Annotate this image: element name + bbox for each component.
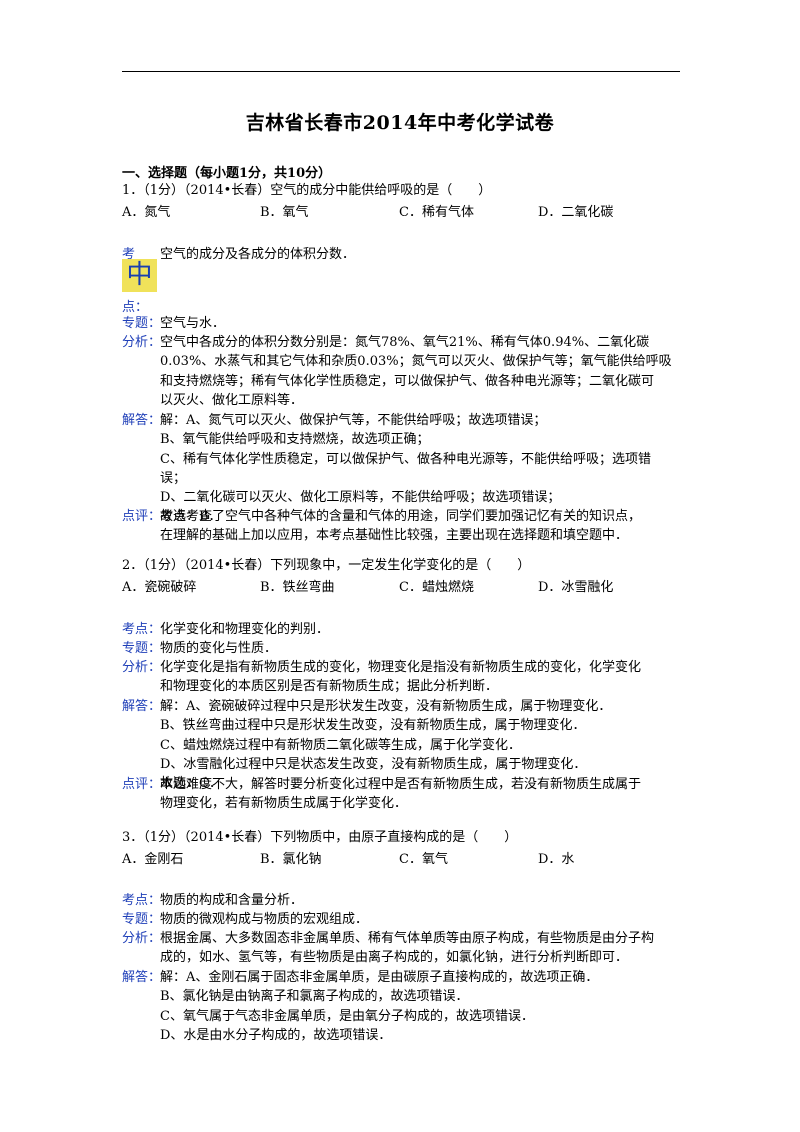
jieda-label: 解答： (122, 699, 162, 714)
fenxi-label: 分析： (122, 931, 162, 946)
jieda-block: 解答： 解：A、氮气可以灭火、做保护气等，不能供给呼吸；故选项错误； B、氧气能… (122, 411, 682, 527)
zhuanti-text: 物质的变化与性质． (160, 641, 278, 656)
kaodian-label-tail: 点： (122, 300, 149, 315)
kaodian-label: 考 (122, 247, 136, 262)
fenxi-label: 分析： (122, 335, 162, 350)
jieda-line: 解：A、瓷碗破碎过程中只是形状发生改变，没有新物质生成，属于物理变化． (160, 699, 612, 714)
fenxi-label: 分析： (122, 660, 162, 675)
jieda-line: B、铁丝弯曲过程中只是形状发生改变，没有新物质生成，属于物理变化． (160, 718, 586, 734)
zhuanti-label: 专题： (122, 641, 162, 656)
option-b: B．氧气 (260, 205, 309, 220)
jieda-label: 解答： (122, 413, 162, 428)
fenxi-line: 以灭火、做化工原料等． (160, 392, 304, 408)
option-c: C．稀有气体 (399, 205, 474, 220)
page-title: 吉林省长春市2014年中考化学试卷 (245, 112, 555, 134)
jieda-line: C、蜡烛燃烧过程中有新物质二氧化碳等生成，属于化学变化． (160, 737, 521, 753)
jieda-line: D、二氧化碳可以灭火、做化工原料等，不能供给呼吸；故选项错误； (160, 490, 561, 506)
option-d: D．二氧化碳 (538, 205, 614, 220)
fenxi-line: 根据金属、大多数固态非金属单质、稀有气体单质等由原子构成，有些物质是由分子构 (160, 931, 655, 946)
dianping-line: 在理解的基础上加以应用，本考点基础性比较强，主要出现在选择题和填空题中． (160, 528, 629, 544)
jieda-line: B、氯化钠是由钠离子和氯离子构成的，故选项错误． (160, 989, 469, 1005)
jieda-line: 故选：C． (160, 776, 222, 792)
section-heading: 一、选择题（每小题1分，共10分） (122, 166, 332, 181)
kaodian-text: 物质的构成和含量分析． (160, 893, 304, 908)
question-1-stem: 1．（1分）（2014•长春）空气的成分中能供给呼吸的是（ ） (122, 183, 492, 198)
dianping-line: 本题难度不大，解答时要分析变化过程中是否有新物质生成，若没有新物质生成属于 (160, 777, 642, 792)
jieda-line: D、水是由水分子构成的，故选项错误． (160, 1027, 392, 1043)
kaodian-text: 空气的成分及各成分的体积分数． (160, 247, 356, 262)
jieda-line: 误； (160, 470, 187, 486)
kaodian-label: 考点： (122, 893, 162, 908)
kaodian-label: 考点： (122, 622, 162, 637)
zhuanti-block: 专题： 空气与水． (122, 314, 682, 333)
fenxi-line: 空气中各成分的体积分数分别是：氮气78%、氧气21%、稀有气体0.94%、二氧化… (160, 335, 650, 350)
jieda-line: D、冰雪融化过程中只是状态发生改变，没有新物质生成，属于物理变化． (160, 756, 587, 772)
dianping-label: 点评： (122, 509, 162, 524)
jieda-block: 解答： 解：A、金刚石属于固态非金属单质，是由碳原子直接构成的，故选项正确． B… (122, 968, 682, 1045)
jieda-line: 解：A、氮气可以灭火、做保护气等，不能供给呼吸；故选项错误； (160, 413, 547, 428)
zhuanti-block: 专题： 物质的变化与性质． (122, 639, 682, 658)
fenxi-block: 分析： 空气中各成分的体积分数分别是：氮气78%、氧气21%、稀有气体0.94%… (122, 333, 682, 410)
fenxi-line: 和物理变化的本质区别是否有新物质生成；据此分析判断． (160, 679, 499, 695)
option-b: B．氯化钠 (260, 852, 322, 867)
fenxi-line: 化学变化是指有新物质生成的变化，物理变化是指没有新物质生成的变化，化学变化 (160, 660, 642, 675)
zhuanti-label: 专题： (122, 316, 162, 331)
jieda-block: 解答： 解：A、瓷碗破碎过程中只是形状发生改变，没有新物质生成，属于物理变化． … (122, 697, 682, 793)
zhuanti-label: 专题： (122, 912, 162, 927)
option-b: B．铁丝弯曲 (260, 580, 335, 595)
option-d: D．水 (538, 852, 575, 867)
kaodian-block: 考点： 物质的构成和含量分析． (122, 891, 682, 910)
question-3-stem: 3．（1分）（2014•长春）下列物质中，由原子直接构成的是（ ） (122, 830, 518, 845)
fenxi-line: 和支持燃烧等；稀有气体化学性质稳定，可以做保护气、做各种电光源等；二氧化碳可 (160, 373, 655, 389)
dianping-label: 点评： (122, 777, 162, 792)
jieda-line: B、氧气能供给呼吸和支持燃烧，故选项正确； (160, 432, 430, 448)
dianping-line: 物理变化，若有新物质生成属于化学变化． (160, 796, 408, 812)
fenxi-line: 成的，如水、氢气等，有些物质是由离子构成的，如氯化钠，进行分析判断即可． (160, 950, 629, 966)
zhuanti-text: 物质的微观构成与物质的宏观组成． (160, 912, 369, 927)
kaodian-block: 考点： 化学变化和物理变化的判别． (122, 620, 682, 639)
option-d: D．冰雪融化 (538, 580, 614, 595)
fenxi-block: 分析： 化学变化是指有新物质生成的变化，物理变化是指没有新物质生成的变化，化学变… (122, 658, 682, 697)
jieda-label: 解答： (122, 970, 162, 985)
fenxi-block: 分析： 根据金属、大多数固态非金属单质、稀有气体单质等由原子构成，有些物质是由分… (122, 929, 682, 968)
kaodian-text: 化学变化和物理变化的判别． (160, 622, 330, 637)
dianping-block: 点评： 本题难度不大，解答时要分析变化过程中是否有新物质生成，若没有新物质生成属… (122, 775, 682, 814)
jieda-line: C、稀有气体化学性质稳定，可以做保护气、做各种电光源等，不能供给呼吸；选项错 (160, 451, 651, 467)
option-c: C．氧气 (399, 852, 448, 867)
dianping-line: 考点考查了空气中各种气体的含量和气体的用途，同学们要加强记忆有关的知识点， (160, 509, 642, 524)
fenxi-line: 0.03%、水蒸气和其它气体和杂质0.03%；氮气可以灭火、做保护气等；氧气能供… (160, 354, 672, 370)
header-rule (122, 71, 680, 72)
option-a: A．金刚石 (122, 852, 184, 867)
stamp-icon: 中 (122, 259, 157, 292)
jieda-line: C、氧气属于气态非金属单质，是由氧分子构成的，故选项错误． (160, 1008, 534, 1024)
option-c: C．蜡烛燃烧 (399, 580, 474, 595)
jieda-line: 故选：B． (160, 509, 222, 525)
option-a: A．氮气 (122, 205, 171, 220)
zhuanti-text: 空气与水． (160, 316, 226, 331)
jieda-line: 解：A、金刚石属于固态非金属单质，是由碳原子直接构成的，故选项正确． (160, 970, 599, 985)
option-a: A．瓷碗破碎 (122, 580, 197, 595)
zhuanti-block: 专题： 物质的微观构成与物质的宏观组成． (122, 910, 682, 929)
question-2-stem: 2．（1分）（2014•长春）下列现象中，一定发生化学变化的是（ ） (122, 558, 531, 573)
dianping-block: 点评： 考点考查了空气中各种气体的含量和气体的用途，同学们要加强记忆有关的知识点… (122, 507, 682, 546)
